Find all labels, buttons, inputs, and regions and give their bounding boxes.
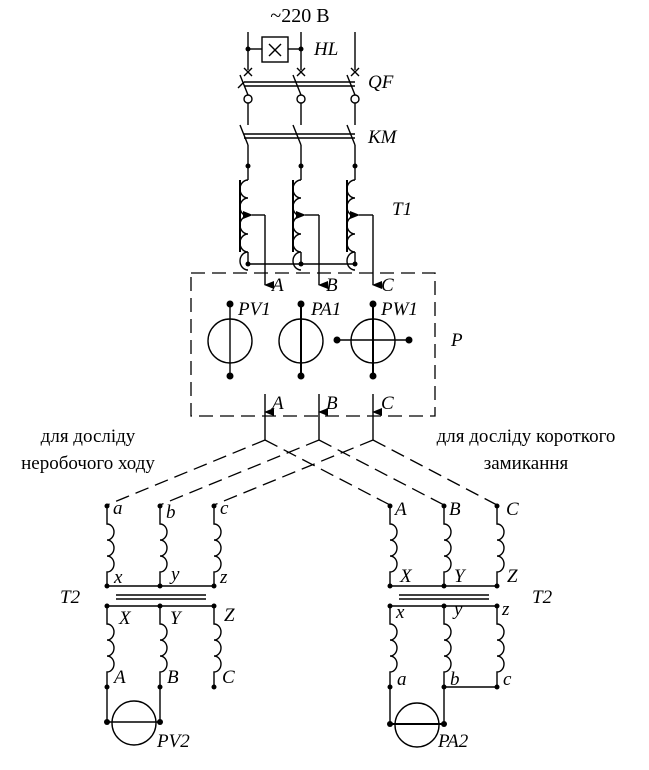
right-bottom-start-a: a: [397, 669, 407, 690]
left-bottom-start-c: C: [222, 667, 235, 688]
right-bottom-start-c: c: [503, 669, 512, 690]
right-transformer-label: T2: [532, 587, 553, 608]
left-top-start-z: z: [219, 567, 228, 588]
measurement-panel: A B C P PV1 PA1 PW1: [190, 272, 463, 417]
right-bottom-end-z: z: [501, 599, 510, 620]
voltmeter-pv2: PV2: [104, 687, 190, 752]
left-top-end-a: a: [113, 498, 123, 519]
left-top-end-c: c: [220, 498, 229, 519]
contactor-km: KM: [239, 124, 398, 180]
phase-label-bottom-a: A: [270, 393, 284, 414]
phase-label-bottom-b: B: [326, 393, 338, 414]
ammeter-pa1: PA1: [278, 299, 341, 380]
phase-label-top-c: C: [381, 275, 394, 296]
lamp-hl: HL: [245, 36, 338, 63]
left-bottom-end-z: Z: [224, 605, 235, 626]
left-bottom-start-b: B: [167, 667, 179, 688]
test-connections: [106, 412, 498, 506]
right-top-start-z: Z: [507, 566, 518, 587]
left-top-start-x: x: [113, 567, 123, 588]
left-bottom-end-x: X: [118, 608, 132, 629]
right-top-end-b: B: [449, 499, 461, 520]
left-transformer-label: T2: [60, 587, 81, 608]
short-circuit-note-line1: для досліду короткого: [437, 426, 616, 447]
voltmeter-label: PV1: [237, 299, 271, 320]
voltmeter2-label: PV2: [156, 731, 190, 752]
short-circuit-note-line2: замикання: [484, 453, 569, 474]
panel-label: P: [450, 330, 463, 351]
no-load-note-line2: неробочого ходу: [21, 453, 155, 474]
ammeter-pa2: PA2: [387, 687, 469, 752]
left-bottom-start-a: A: [112, 667, 126, 688]
lamp-label: HL: [313, 39, 338, 60]
wattmeter-label: PW1: [380, 299, 418, 320]
wattmeter-pw1: PW1: [333, 299, 418, 380]
ammeter-label: PA1: [310, 299, 341, 320]
no-load-note-line1: для досліду: [41, 426, 136, 447]
transformer-t2-right: A B C X Y Z T2 x y z a b c PA: [387, 499, 553, 752]
right-top-end-c: C: [506, 499, 519, 520]
right-top-end-a: A: [393, 499, 407, 520]
breaker-qf: QF: [237, 67, 394, 125]
phase-label-top-b: B: [326, 275, 338, 296]
contactor-label: KM: [367, 127, 398, 148]
left-top-end-b: b: [166, 502, 176, 523]
right-bottom-end-x: x: [395, 602, 405, 623]
phase-label-bottom-c: C: [381, 393, 394, 414]
right-top-start-y: Y: [454, 566, 467, 587]
phase-label-top-a: A: [270, 275, 284, 296]
supply-voltage-label: ~220 В: [270, 5, 329, 27]
left-top-start-y: y: [169, 564, 180, 585]
voltmeter-pv1: PV1: [207, 299, 271, 380]
right-bottom-start-b: b: [450, 669, 460, 690]
right-bottom-end-y: y: [452, 599, 463, 620]
breaker-label: QF: [368, 72, 394, 93]
right-top-start-x: X: [399, 566, 413, 587]
ammeter2-label: PA2: [437, 731, 469, 752]
autotransformer-label: T1: [392, 199, 412, 220]
left-bottom-end-y: Y: [170, 608, 183, 629]
transformer-t2-left: a b c x y z T2 X Y Z A B C: [60, 498, 235, 752]
autotransformer-t1: T1: [239, 179, 412, 289]
